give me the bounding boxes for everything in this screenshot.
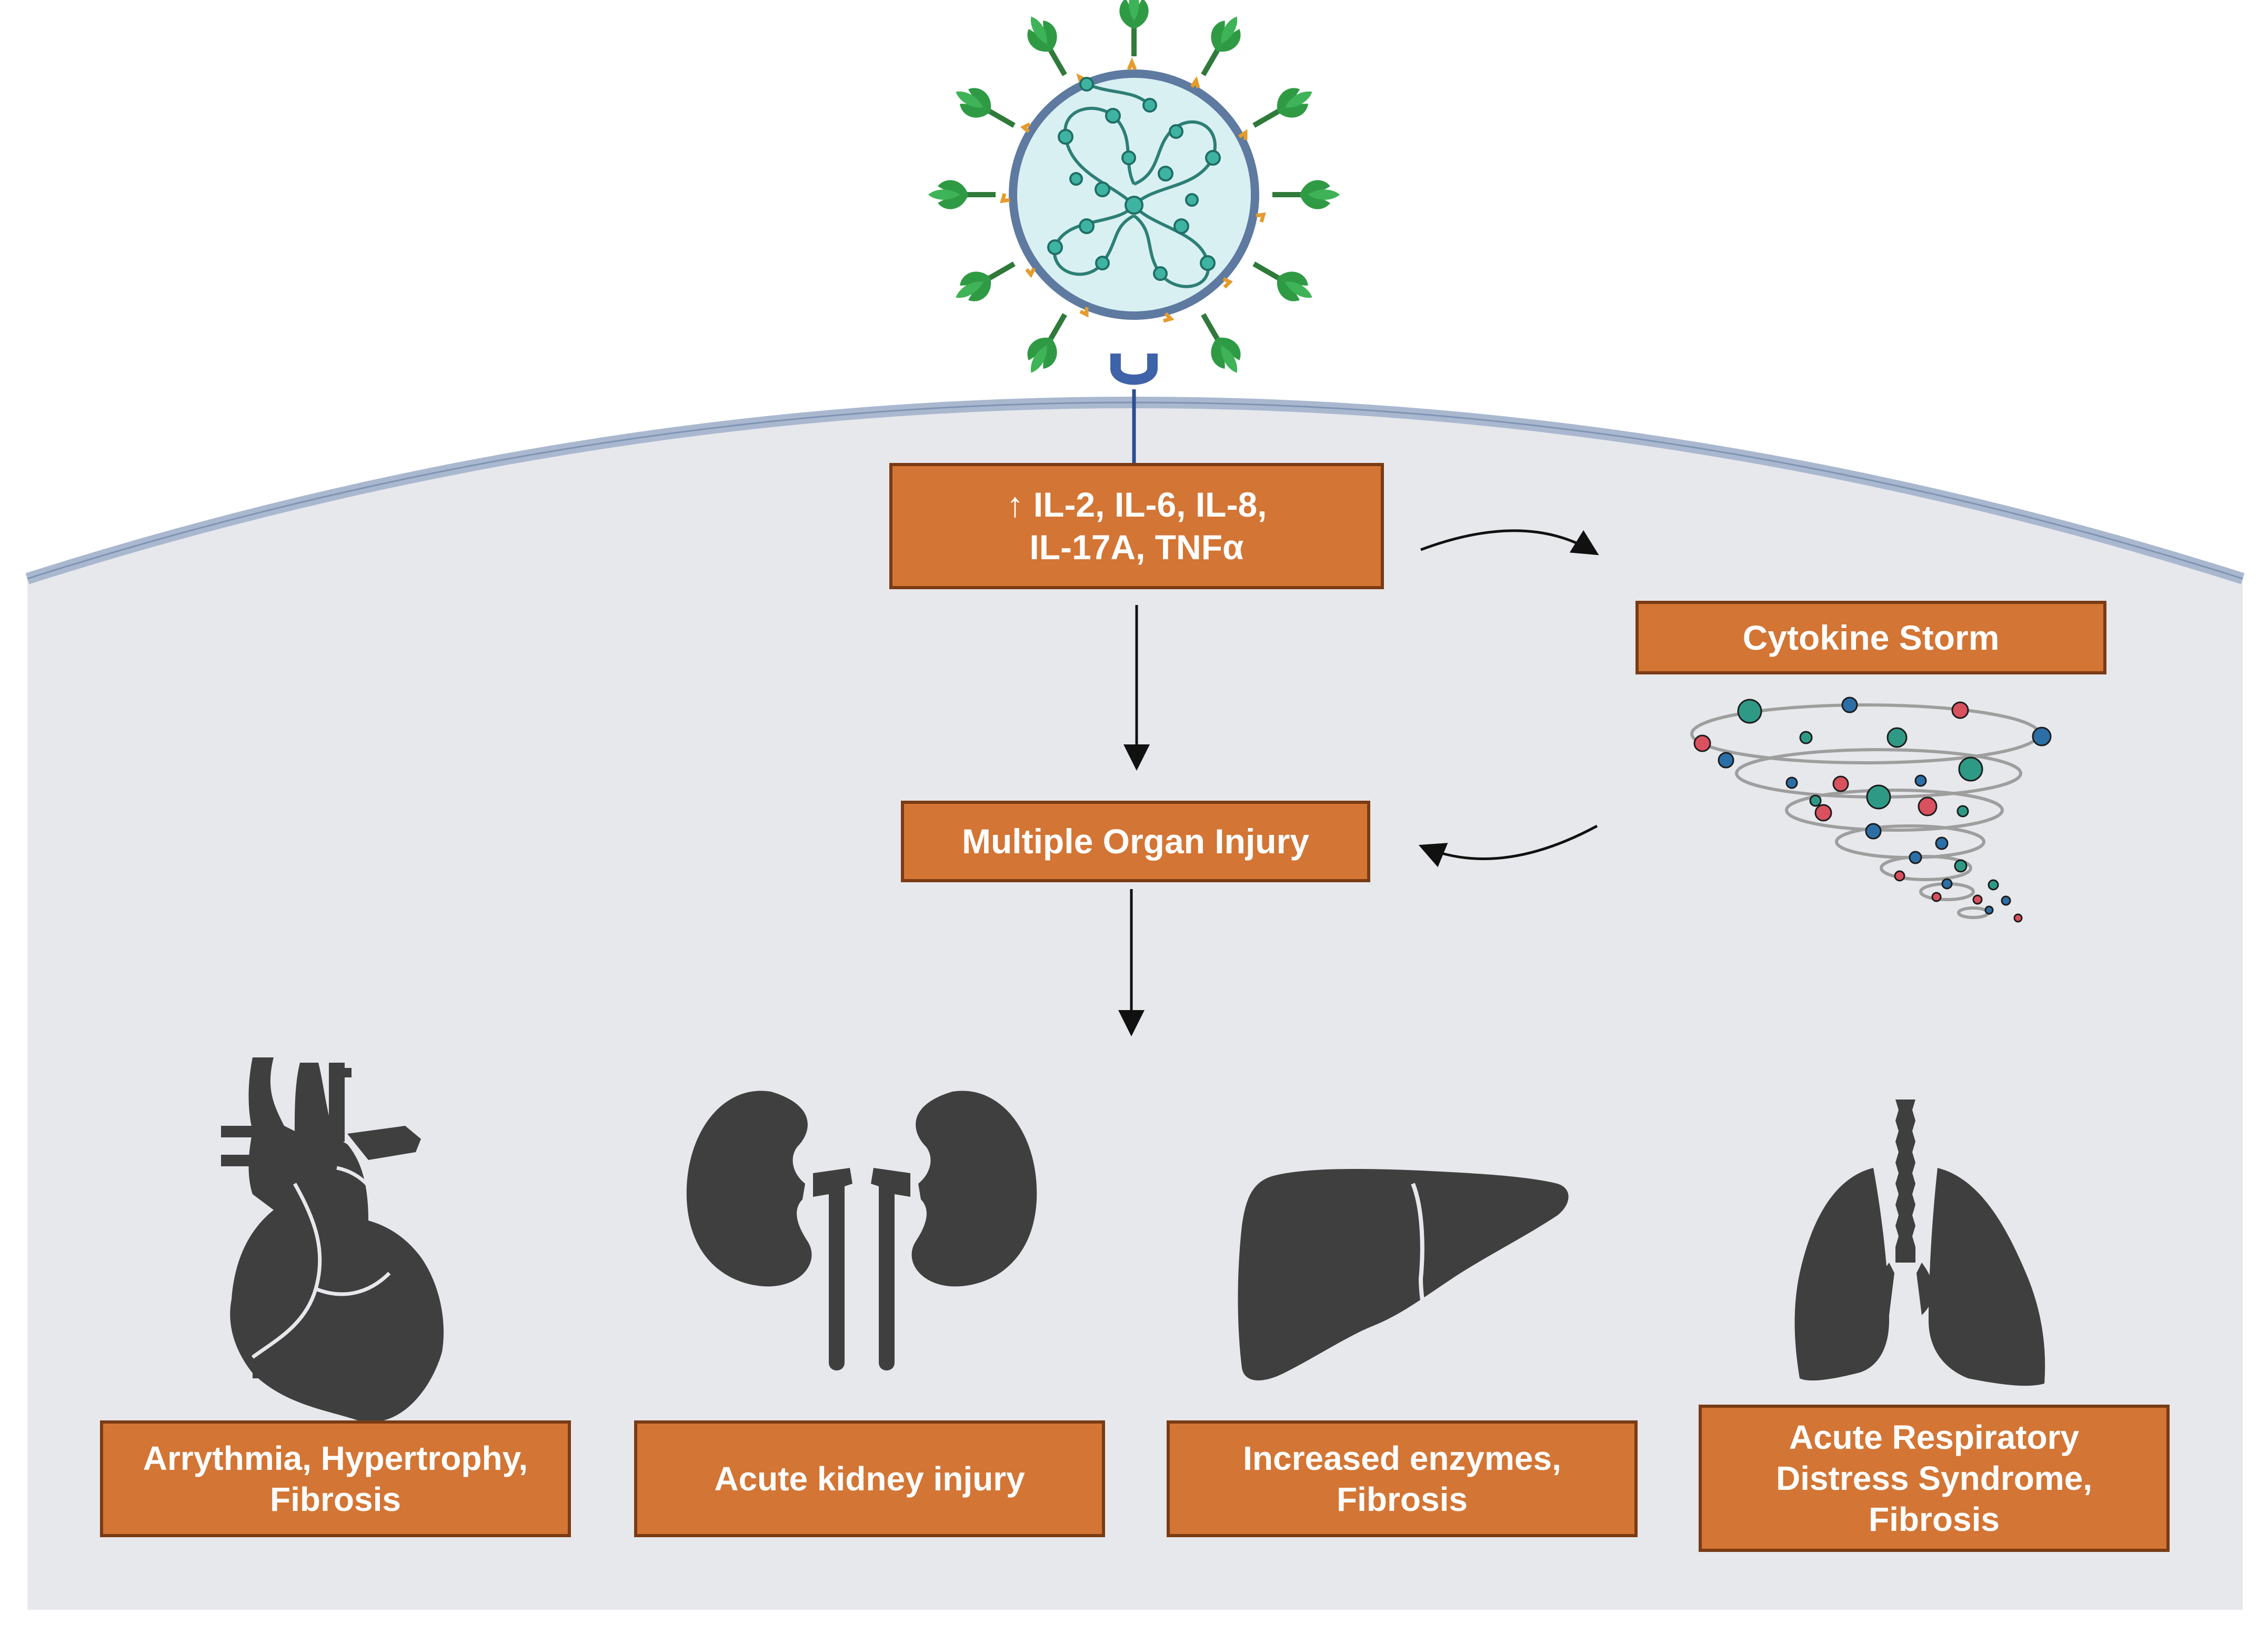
arrow-cytokines-to-storm xyxy=(1420,529,1599,556)
virus-icon xyxy=(928,0,1340,380)
cytokine-storm-icon xyxy=(1690,697,2052,923)
liver-icon xyxy=(1238,1169,1569,1380)
kidney-icon xyxy=(686,1091,1037,1370)
outcome-label-liver: Increased enzymes, Fibrosis xyxy=(1243,1439,1561,1518)
cytokines-box: ↑ IL-2, IL-6, IL-8, IL-17A, TNFα xyxy=(889,463,1384,589)
cytokines-label: ↑ IL-2, IL-6, IL-8, IL-17A, TNFα xyxy=(1006,485,1267,567)
ace2-receptor-icon xyxy=(1110,354,1158,466)
rna-strands xyxy=(1053,83,1217,288)
multiple-organ-injury-box: Multiple Organ Injury xyxy=(901,801,1370,882)
arrow-storm-to-injury xyxy=(1418,824,1598,868)
outcome-box-lungs: Acute Respiratory Distress Syndrome, Fib… xyxy=(1699,1405,2170,1552)
outcome-label-heart: Arrythmia, Hypertrophy, Fibrosis xyxy=(143,1439,528,1518)
outcome-label-lungs: Acute Respiratory Distress Syndrome, Fib… xyxy=(1775,1418,2093,1539)
heart-icon xyxy=(221,1057,444,1423)
lungs-icon xyxy=(1794,1100,2045,1386)
outcome-box-kidney: Acute kidney injury xyxy=(634,1420,1105,1537)
cytokine-storm-label: Cytokine Storm xyxy=(1742,618,2000,657)
arrows xyxy=(1118,529,1599,1036)
cytokine-storm-box: Cytokine Storm xyxy=(1635,601,2106,674)
outcome-label-kidney: Acute kidney injury xyxy=(714,1459,1025,1498)
outcome-box-heart: Arrythmia, Hypertrophy, Fibrosis xyxy=(100,1420,571,1537)
multiple-organ-injury-label: Multiple Organ Injury xyxy=(961,822,1310,861)
outcome-box-liver: Increased enzymes, Fibrosis xyxy=(1167,1420,1638,1537)
